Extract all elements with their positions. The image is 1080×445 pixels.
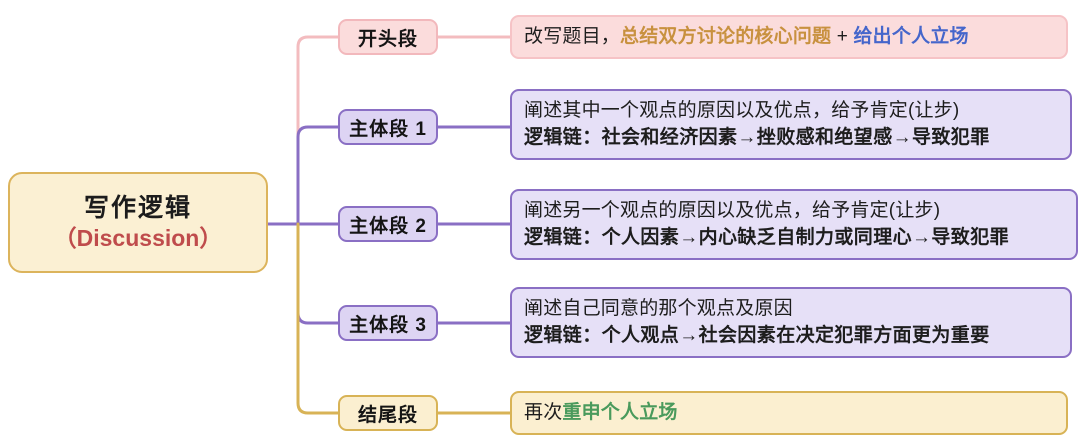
content-line-1: 逻辑链：个人因素→内心缺乏自制力或同理心→导致犯罪 <box>524 225 1066 252</box>
root-node[interactable]: 写作逻辑 （Discussion） <box>8 172 268 273</box>
text-segment-1: 重申个人立场 <box>562 401 678 423</box>
content-box-body-2[interactable]: 阐述另一个观点的原因以及优点，给予肯定(让步) 逻辑链：个人因素→内心缺乏自制力或… <box>510 189 1078 260</box>
root-node-title: 写作逻辑 <box>83 193 192 222</box>
branch-chip-conclusion[interactable]: 结尾段 <box>338 395 438 431</box>
content-line-0: 阐述自己同意的那个观点及原因 <box>524 296 1060 323</box>
text-segment-0: 逻辑链：个人因素→内心缺乏自制力或同理心→导致犯罪 <box>524 226 1010 248</box>
content-box-conclusion[interactable]: 再次重申个人立场 <box>510 391 1068 435</box>
content-line-0: 再次重申个人立场 <box>524 400 1056 427</box>
connector-opening <box>296 35 340 226</box>
text-segment-0: 阐述自己同意的那个观点及原因 <box>524 297 793 319</box>
text-segment-0: 逻辑链：社会和经济因素→挫败感和绝望感→导致犯罪 <box>524 126 990 148</box>
content-box-body-1[interactable]: 阐述其中一个观点的原因以及优点，给予肯定(让步) 逻辑链：社会和经济因素→挫败感和… <box>510 89 1072 160</box>
content-box-body-3[interactable]: 阐述自己同意的那个观点及原因逻辑链：个人观点→社会因素在决定犯罪方面更为重要 <box>510 287 1072 358</box>
content-line-0: 改写题目，总结双方讨论的核心问题 + 给出个人立场 <box>524 24 1056 51</box>
text-segment-3: 给出个人立场 <box>853 25 969 47</box>
text-segment-1: 总结双方讨论的核心问题 <box>620 25 832 47</box>
text-segment-2: + <box>831 25 854 47</box>
branch-chip-body-3[interactable]: 主体段 3 <box>338 305 438 341</box>
content-box-opening[interactable]: 改写题目，总结双方讨论的核心问题 + 给出个人立场 <box>510 15 1068 59</box>
content-line-0: 阐述另一个观点的原因以及优点，给予肯定(让步) <box>524 198 1066 225</box>
text-segment-0: 再次 <box>524 401 563 423</box>
connector-conclusion <box>296 222 340 415</box>
content-line-0: 阐述其中一个观点的原因以及优点，给予肯定(让步) <box>524 98 1060 125</box>
text-segment-0: 逻辑链：个人观点→社会因素在决定犯罪方面更为重要 <box>524 324 990 346</box>
connector-body-1 <box>296 125 340 226</box>
branch-chip-body-1[interactable]: 主体段 1 <box>338 109 438 145</box>
branch-chip-body-2[interactable]: 主体段 2 <box>338 206 438 242</box>
root-node-subtitle: （Discussion） <box>53 224 223 251</box>
text-segment-0: 改写题目， <box>524 25 621 47</box>
content-line-1: 逻辑链：社会和经济因素→挫败感和绝望感→导致犯罪 <box>524 125 1060 152</box>
connector-body-3 <box>296 222 340 325</box>
text-segment-0: 阐述另一个观点的原因以及优点，给予肯定(让步) <box>524 199 941 221</box>
content-line-1: 逻辑链：个人观点→社会因素在决定犯罪方面更为重要 <box>524 323 1060 350</box>
text-segment-0: 阐述其中一个观点的原因以及优点，给予肯定(让步) <box>524 99 960 121</box>
branch-chip-opening[interactable]: 开头段 <box>338 19 438 55</box>
